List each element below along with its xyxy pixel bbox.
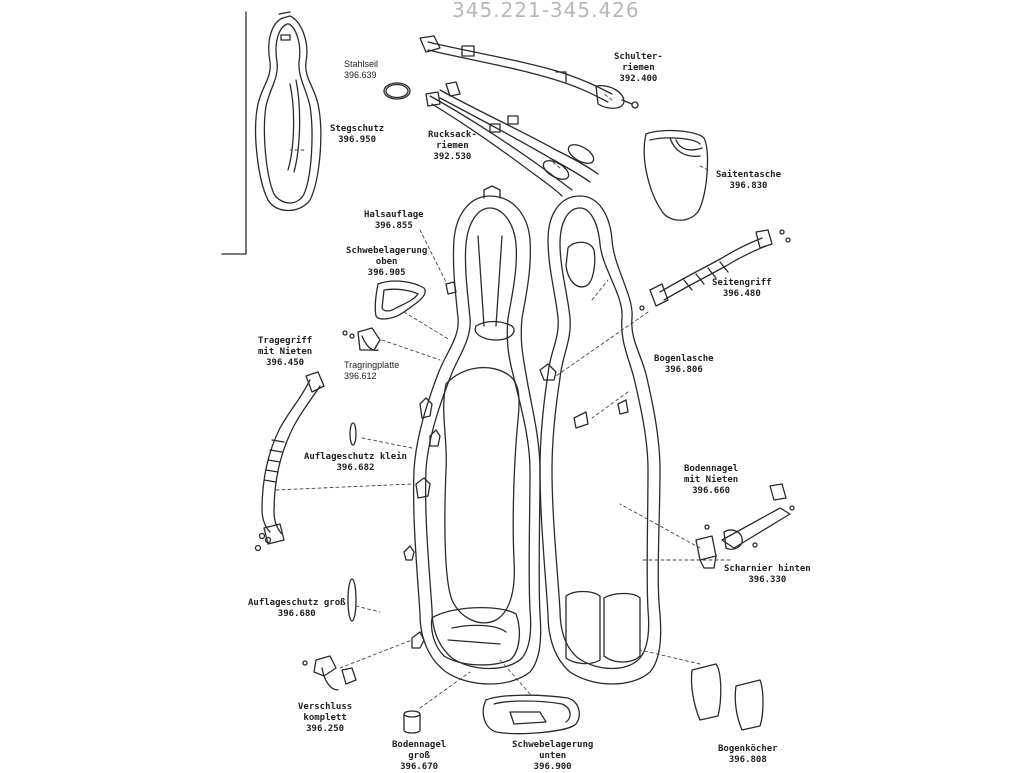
inset-frame [221,11,247,255]
saitentasche-part [643,129,709,221]
auflageschutz-gross-part [347,578,357,622]
auflageschutz-klein-part [349,422,357,446]
inset-case-icon [254,11,322,212]
schulterriemen-part [419,35,639,109]
schwebelagerung-oben-part [374,280,426,320]
diagram-title: 345.221-345.426 [452,0,640,22]
rucksackriemen-part [425,81,599,197]
leader-lines [275,93,731,709]
seitengriff-part [639,229,791,311]
case-latches [403,281,557,649]
tragringplatte-part [342,327,381,352]
schwebelagerung-unten-part [482,694,580,735]
tragegriff-part [254,371,325,552]
bogenkoecher-part [690,663,764,731]
case-left-shell [412,185,542,685]
stahlseil-part [383,82,411,100]
verschluss-part [302,655,357,691]
bodennagel-gross-part [403,710,421,734]
case-right-shell [539,195,662,685]
bodennagel-nieten-part [695,483,795,569]
